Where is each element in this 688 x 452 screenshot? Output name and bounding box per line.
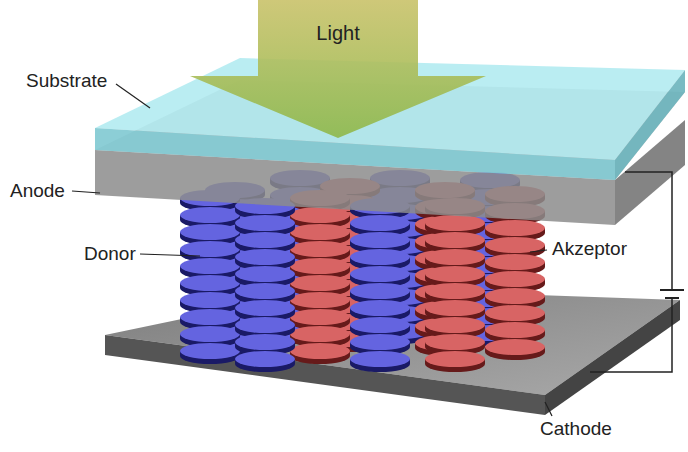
arrow-shape xyxy=(190,0,486,138)
leader-lines xyxy=(72,84,552,416)
part-label: Akzeptor xyxy=(552,238,627,260)
arrow-outline xyxy=(190,0,486,138)
part-label: Anode xyxy=(10,180,65,202)
part-label: Substrate xyxy=(26,70,107,92)
arrow-label: Light xyxy=(190,0,486,46)
light-arrow: Light xyxy=(190,0,486,138)
part-label: Donor xyxy=(84,243,136,265)
part-label: Cathode xyxy=(540,418,612,440)
circuit-wire xyxy=(590,172,684,372)
